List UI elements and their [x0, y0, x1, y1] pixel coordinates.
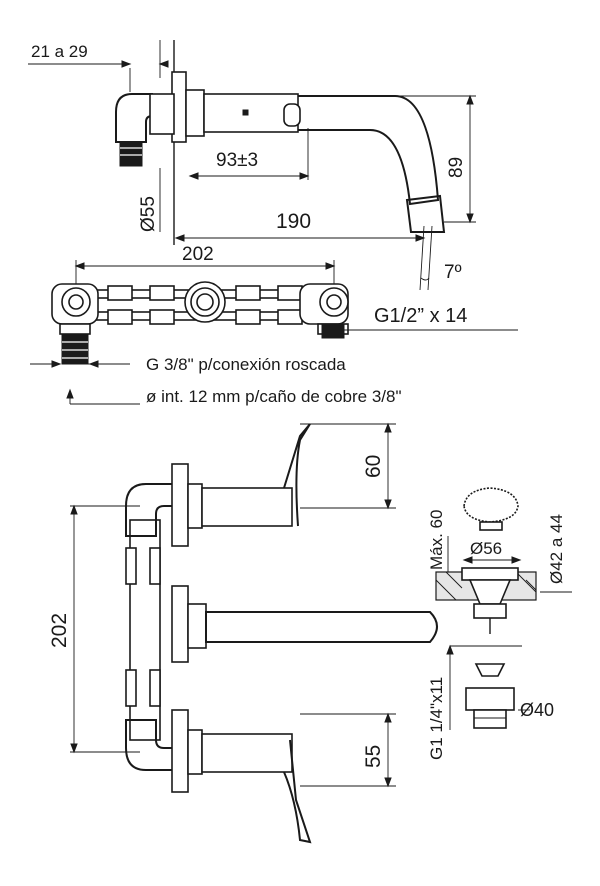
dim-g114: G1 1/4"x11 [427, 677, 446, 760]
bottom-lever [283, 739, 312, 844]
front-spout [205, 611, 438, 643]
dim-dia55: Ø55 [138, 196, 159, 232]
dim-dia40: Ø40 [520, 700, 554, 720]
rear-elbow [115, 93, 153, 143]
dim-93: 93±3 [216, 150, 258, 171]
drain-cap [463, 487, 519, 523]
dim-21-29: 21 a 29 [31, 42, 88, 61]
side-view: 21 a 29 93±3 89 Ø55 190 7º [28, 40, 476, 291]
dim-190: 190 [276, 210, 311, 233]
dim-dia42-44: Ø42 a 44 [547, 514, 566, 584]
rear-thread [119, 141, 143, 167]
set-screw [242, 109, 249, 116]
plan-view: 202 G1/2” x 14 [30, 244, 518, 406]
dim-7deg: 7º [444, 262, 462, 283]
dim-55: 55 [362, 745, 385, 768]
dim-89: 89 [446, 157, 467, 178]
valve-body [185, 89, 205, 137]
dim-202-side: 202 [48, 613, 71, 648]
top-lever [283, 423, 311, 527]
spout [298, 95, 440, 206]
drain-detail: Máx. 60 Ø56 Ø42 a 44 G1 1/4"x11 Ø40 [427, 487, 572, 760]
note-g38: G 3/8" p/conexión roscada [146, 355, 346, 374]
note-copper: ø int. 12 mm p/caño de cobre 3/8" [146, 387, 402, 406]
rear-connector [149, 93, 175, 135]
front-view: 202 60 [48, 422, 438, 844]
handle-body [203, 93, 299, 133]
handle-knob [283, 103, 301, 127]
dim-60: 60 [362, 455, 385, 478]
spout-tip [405, 194, 446, 233]
dim-max60: Máx. 60 [427, 510, 446, 570]
dim-dia56: Ø56 [470, 539, 502, 558]
dim-202-top: 202 [182, 244, 214, 265]
dim-g12: G1/2” x 14 [374, 305, 467, 327]
